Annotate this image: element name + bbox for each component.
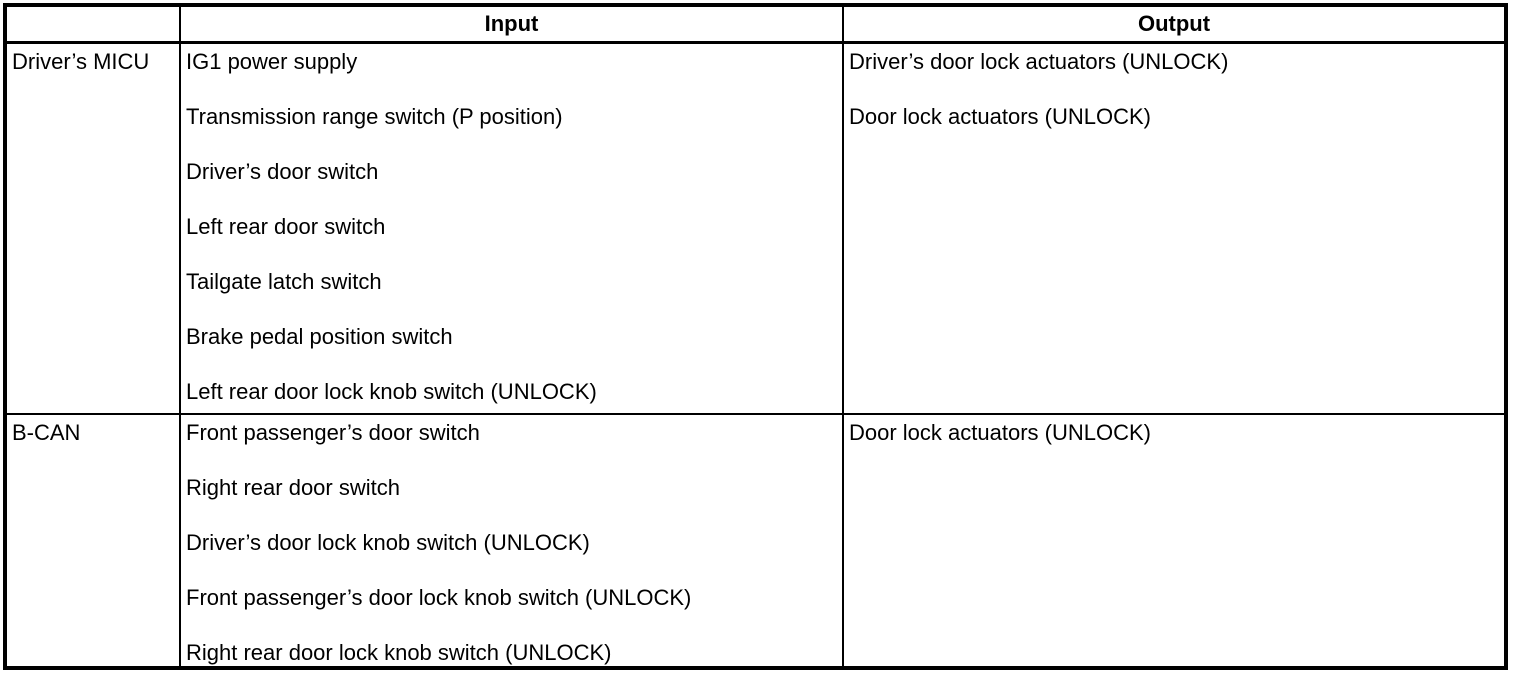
- source-cell: B-CAN: [4, 412, 181, 669]
- input-item: Front passenger’s door lock knob switch …: [186, 584, 692, 610]
- input-item: Front passenger’s door switch: [186, 419, 480, 445]
- input-item: Transmission range switch (P position): [186, 104, 563, 129]
- input-item: Tailgate latch switch: [186, 269, 382, 294]
- input-item: Left rear door switch: [186, 214, 386, 239]
- input-item: Left rear door lock knob switch (UNLOCK): [186, 379, 597, 404]
- column-header-input: Input: [179, 4, 844, 44]
- header-row: Input Output: [4, 4, 1507, 44]
- output-item: Driver’s door lock actuators (UNLOCK): [849, 49, 1229, 74]
- source-cell: Driver’s MICU: [4, 41, 181, 415]
- input-item: Right rear door lock knob switch (UNLOCK…: [186, 639, 612, 665]
- io-table: Input Output Driver’s MICU IG1 power sup…: [3, 3, 1508, 670]
- output-cell: Door lock actuators (UNLOCK): [842, 412, 1507, 669]
- input-cell: Front passenger’s door switch Right rear…: [179, 412, 844, 669]
- source-label: B-CAN: [12, 419, 81, 445]
- input-item: Driver’s door lock knob switch (UNLOCK): [186, 529, 590, 555]
- output-cell: Driver’s door lock actuators (UNLOCK) Do…: [842, 41, 1507, 415]
- source-label: Driver’s MICU: [12, 49, 150, 74]
- input-item: IG1 power supply: [186, 49, 358, 74]
- output-item: Door lock actuators (UNLOCK): [849, 104, 1151, 129]
- input-cell: IG1 power supply Transmission range swit…: [179, 41, 844, 415]
- input-item: Brake pedal position switch: [186, 324, 453, 349]
- output-item: Door lock actuators (UNLOCK): [849, 419, 1151, 445]
- table-row-b-can: B-CAN Front passenger’s door switch Righ…: [4, 412, 1507, 669]
- table-row-drivers-micu: Driver’s MICU IG1 power supply Transmiss…: [4, 41, 1507, 415]
- input-item: Driver’s door switch: [186, 159, 379, 184]
- column-header-source: [4, 4, 181, 44]
- input-item: Right rear door switch: [186, 474, 400, 500]
- column-header-output: Output: [842, 4, 1507, 44]
